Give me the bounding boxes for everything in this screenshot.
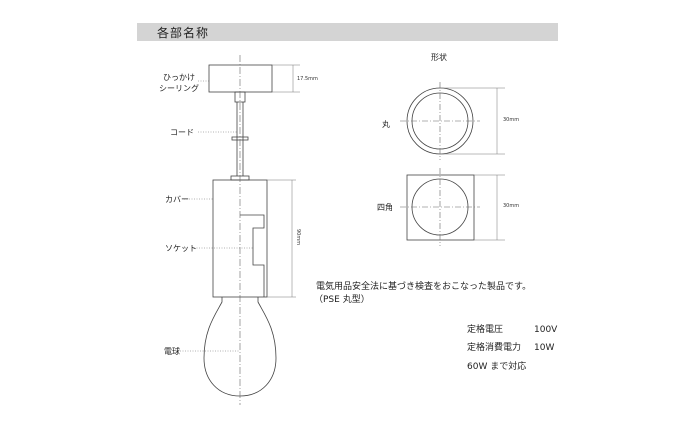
socket-inner-outline: [240, 214, 265, 297]
label-cover: カバー: [165, 195, 189, 204]
spec-label-voltage: 定格電圧: [467, 323, 503, 335]
spec-label-power: 定格消費電力: [467, 341, 521, 353]
square-shape-outer: [406, 174, 475, 241]
shape-title: 形状: [431, 52, 447, 62]
label-ceiling-2: シーリング: [159, 83, 199, 93]
dim-text-socket: 90mm: [295, 229, 301, 245]
dim-text-round: 30mm: [503, 117, 519, 123]
spec-value-voltage: 100V: [534, 325, 558, 335]
label-bulb: 電球: [164, 346, 180, 356]
label-round: 丸: [382, 119, 390, 129]
label-cord: コード: [170, 128, 194, 137]
dim-text-canopy: 17.5mm: [297, 76, 318, 82]
label-ceiling-1: ひっかけ: [163, 73, 195, 82]
dim-text-square: 30mm: [503, 203, 519, 209]
spec-value-power: 10W: [534, 343, 554, 353]
note-line1: 電気用品安全法に基づき検査をおこなった製品です。: [316, 280, 531, 292]
label-square: 四角: [377, 202, 393, 212]
label-socket: ソケット: [165, 244, 197, 253]
support-note: 60W まで対応: [467, 360, 526, 372]
note-line2: （PSE 丸型）: [314, 293, 370, 305]
ceiling-canopy: [208, 64, 273, 93]
page-title: 各部名称: [157, 26, 210, 40]
header-bar: 各部名称: [137, 23, 558, 41]
